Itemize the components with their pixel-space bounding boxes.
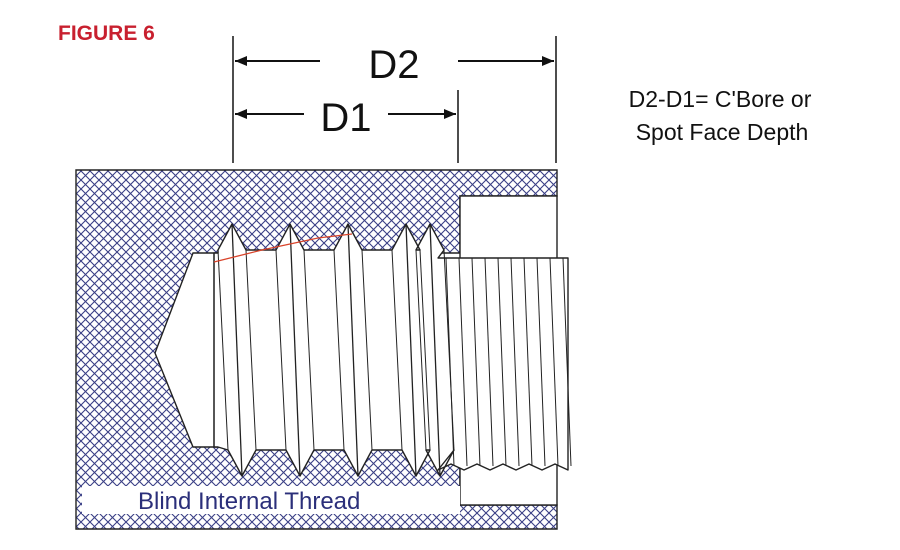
thread-flank-line (523, 257, 533, 467)
thread-flank-line (415, 249, 427, 451)
thread-flank-line (361, 249, 373, 451)
thread-flank-line (275, 249, 287, 451)
thread-flank-line (510, 257, 520, 467)
bolt-outline (213, 223, 569, 477)
thread-flank-lines (217, 223, 572, 477)
thread-flank-line (391, 249, 403, 451)
thread-flank-line (217, 249, 229, 451)
thread-flank-line (497, 257, 507, 467)
thread-flank-line (536, 257, 546, 467)
caption-text: Blind Internal Thread (138, 488, 360, 515)
thread-flank-line (562, 257, 572, 467)
thread-flank-line (405, 223, 417, 477)
threaded-bolt (213, 223, 572, 477)
thread-flank-line (484, 257, 494, 467)
thread-flank-line (289, 223, 301, 477)
caption-bar (82, 486, 460, 514)
note-line-1: D2-D1= C'Bore or (629, 86, 812, 112)
thread-flank-line (458, 257, 468, 467)
thread-flank-line (429, 223, 441, 477)
d2-label: D2 (368, 43, 419, 87)
thread-flank-line (347, 223, 359, 477)
thread-flank-line (419, 249, 431, 451)
thread-flank-line (549, 257, 559, 467)
note-line-2: Spot Face Depth (636, 119, 809, 145)
thread-flank-line (333, 249, 345, 451)
thread-flank-line (245, 249, 257, 451)
thread-highlight (213, 233, 353, 263)
thread-flank-line (471, 257, 481, 467)
thread-flank-line (303, 249, 315, 451)
thread-flank-line (231, 223, 243, 477)
d1-label: D1 (320, 96, 371, 140)
thread-flank-line (445, 257, 455, 467)
figure-label: FIGURE 6 (58, 22, 155, 45)
